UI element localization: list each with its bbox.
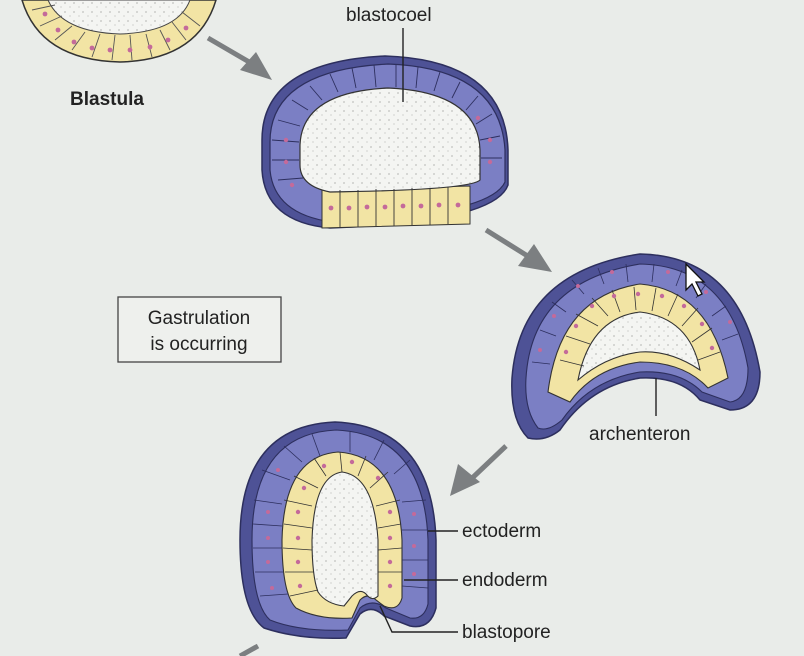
late-gastrula-illustration xyxy=(239,421,437,640)
archenteron-label: archenteron xyxy=(589,424,690,445)
arrow-icon xyxy=(450,444,508,496)
arrow-icon xyxy=(206,35,272,80)
blastocoel-label: blastocoel xyxy=(346,5,432,26)
gastrulation-line2: is occurring xyxy=(150,334,247,355)
gastrulation-line1: Gastrulation xyxy=(148,308,250,329)
blastopore-label: blastopore xyxy=(462,622,551,643)
arrow-icon xyxy=(238,643,260,656)
blastula-label: Blastula xyxy=(70,89,144,110)
blastula-partial-illustration xyxy=(21,0,217,63)
blastula-illustration xyxy=(261,55,509,229)
blastopore-leader-line xyxy=(379,605,458,633)
arrow-icon xyxy=(484,227,552,272)
endoderm-label: endoderm xyxy=(462,570,548,591)
ectoderm-label: ectoderm xyxy=(462,521,541,542)
gastrulation-box: Gastrulation is occurring xyxy=(117,296,282,363)
early-gastrula-illustration xyxy=(511,253,761,440)
mouse-cursor-icon xyxy=(685,262,706,297)
